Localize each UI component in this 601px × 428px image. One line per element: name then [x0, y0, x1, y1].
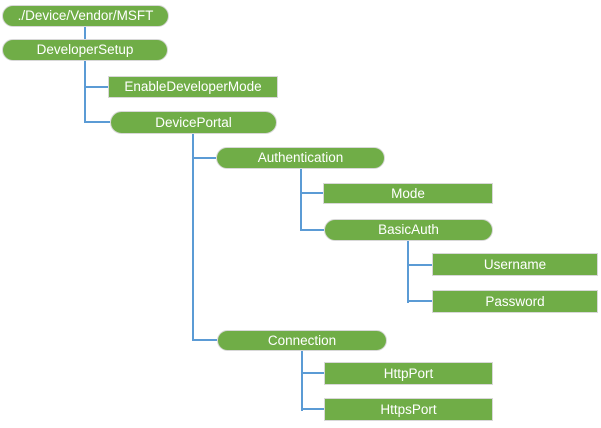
tree-node-enable-developer-mode: EnableDeveloperMode	[108, 76, 278, 98]
connector-authentication-to-basic-auth	[300, 229, 324, 231]
connector-device-portal-to-connection	[192, 339, 217, 341]
connector-developer-setup-to-device-portal	[84, 121, 110, 123]
connector-device-portal-to-authentication	[194, 157, 216, 159]
tree-node-mode: Mode	[323, 183, 493, 204]
connector-connection-to-trunk	[301, 351, 303, 411]
tree-node-username: Username	[432, 253, 598, 276]
connector-device-portal-to-trunk	[192, 134, 194, 341]
tree-node-connection: Connection	[217, 330, 387, 351]
tree-node-developer-setup: DeveloperSetup	[2, 39, 168, 61]
connector-connection-to-https-port	[301, 408, 324, 410]
tree-node-basic-auth: BasicAuth	[324, 219, 493, 241]
connector-developer-setup-to-trunk	[84, 61, 86, 123]
connector-basic-auth-to-username	[409, 264, 432, 266]
tree-node-https-port: HttpsPort	[324, 398, 493, 421]
tree-node-device-vendor-msft: ./Device/Vendor/MSFT	[2, 5, 169, 27]
tree-node-authentication: Authentication	[216, 147, 385, 169]
tree-node-http-port: HttpPort	[324, 362, 493, 385]
tree-node-device-portal: DevicePortal	[110, 111, 277, 134]
connector-developer-setup-to-enable-developer-mode	[86, 86, 108, 88]
connector-connection-to-http-port	[303, 372, 324, 374]
connector-authentication-to-mode	[302, 192, 323, 194]
tree-node-password: Password	[432, 290, 598, 313]
connector-device-vendor-msft-to-developer-setup	[84, 27, 86, 39]
connector-authentication-to-trunk	[300, 169, 302, 231]
connector-basic-auth-to-password	[407, 300, 432, 302]
connector-basic-auth-to-trunk	[407, 241, 409, 303]
